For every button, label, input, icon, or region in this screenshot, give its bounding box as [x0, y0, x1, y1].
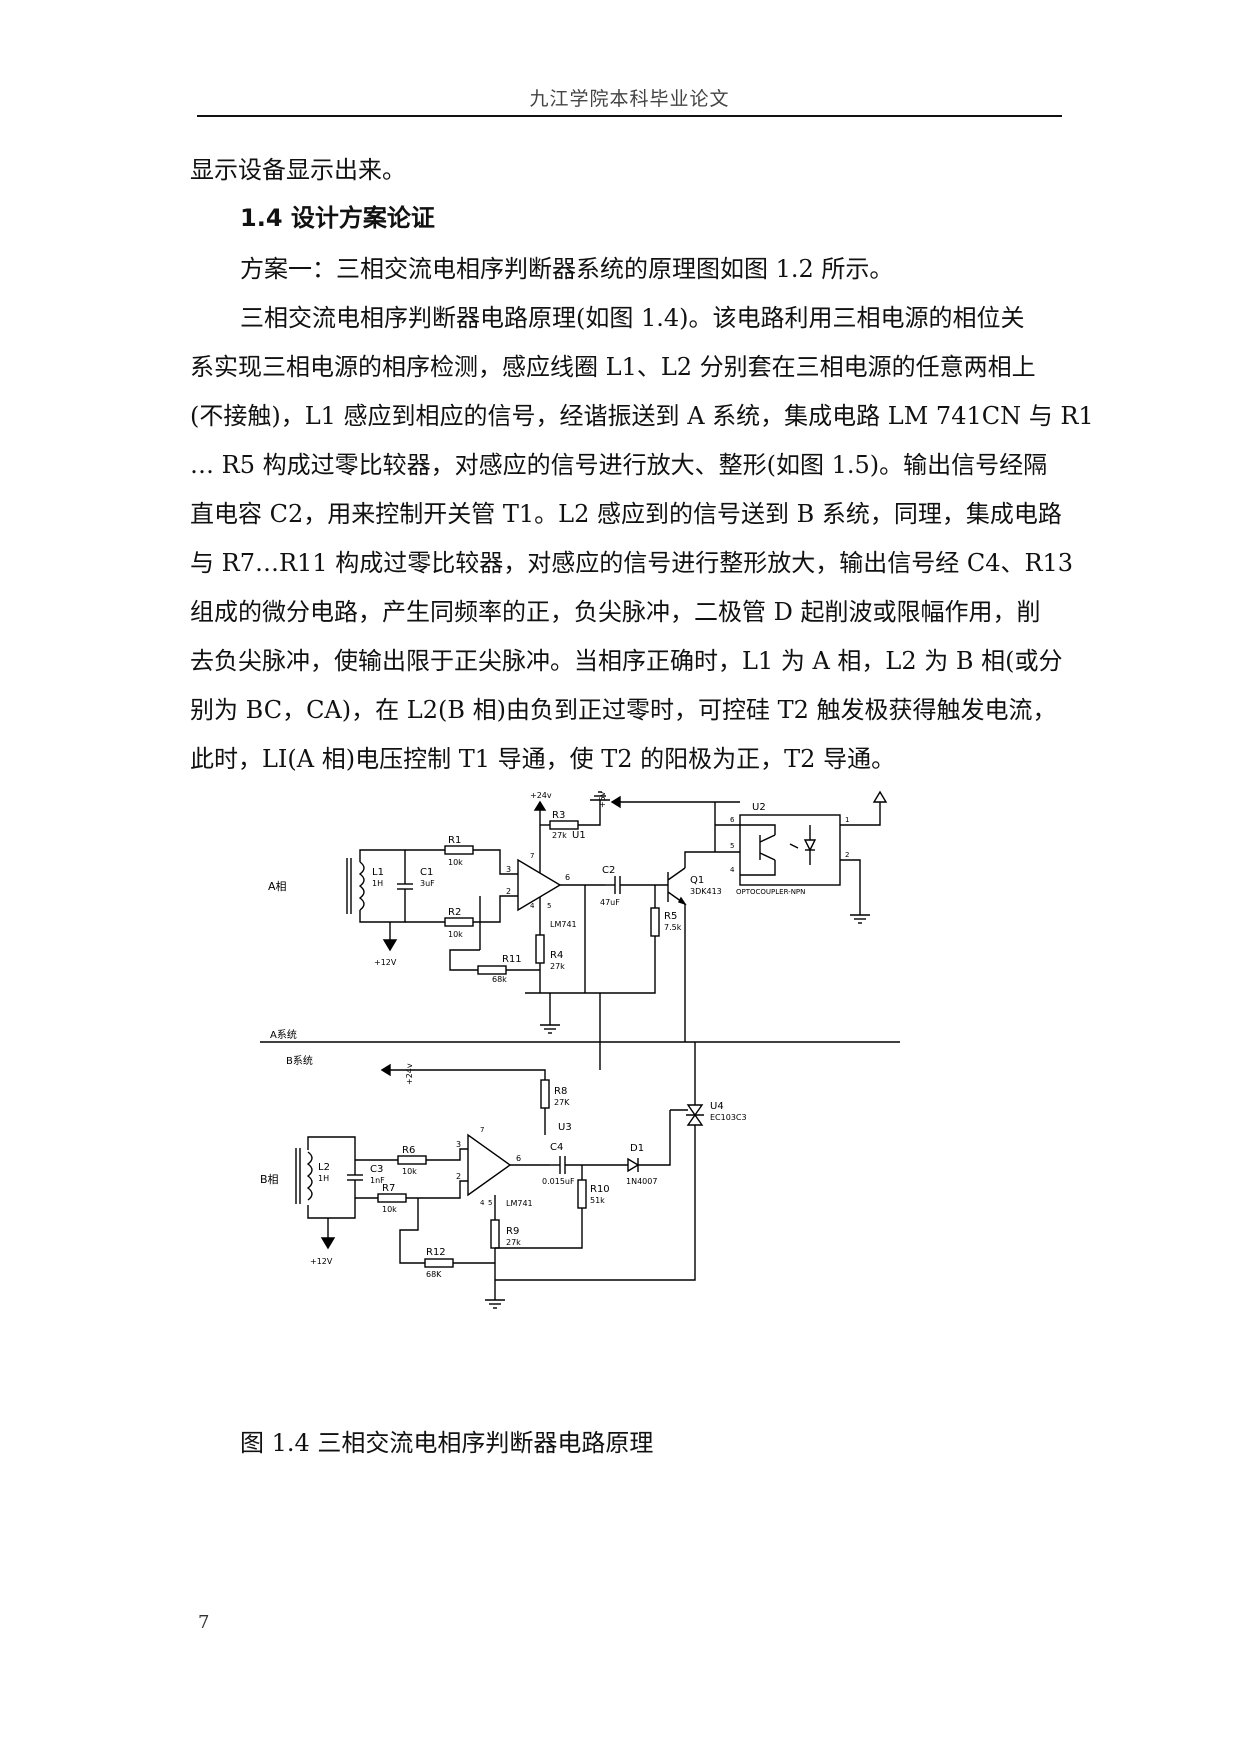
- text-line-2: 方案一：三相交流电相序判断器系统的原理图如图 1.2 所示。: [240, 255, 894, 283]
- R4-label: R4: [550, 950, 563, 961]
- C3-value: 1nF: [370, 1176, 385, 1185]
- R8-label: R8: [554, 1086, 567, 1097]
- L2-label: L2: [318, 1162, 330, 1173]
- R7-label: R7: [382, 1183, 395, 1194]
- text-line-9: 组成的微分电路，产生同频率的正，负尖脉冲，二极管 D 起削波或限幅作用，削: [190, 598, 1041, 626]
- b-system-label: B系统: [286, 1054, 313, 1067]
- opto-pin2: 2: [845, 851, 849, 859]
- pin3-b: 3: [456, 1140, 461, 1149]
- pin2-a: 2: [506, 887, 511, 896]
- R12-value: 68K: [426, 1270, 442, 1279]
- text-line-5: (不接触)，L1 感应到相应的信号，经谐振送到 A 系统，集成电路 LM 741…: [190, 402, 1094, 430]
- R1-label: R1: [448, 835, 461, 846]
- R9-label: R9: [506, 1226, 519, 1237]
- C3-label: C3: [370, 1164, 383, 1175]
- L1-label: L1: [372, 867, 384, 878]
- pin5-b: 5: [488, 1199, 492, 1207]
- R8-value: 27K: [554, 1098, 570, 1107]
- U4-value: EC103C3: [710, 1113, 747, 1122]
- opto-pin1: 1: [845, 816, 849, 824]
- opto-pin4: 4: [730, 866, 735, 874]
- pin5-a: 5: [547, 902, 551, 910]
- R11-value: 68k: [492, 975, 507, 984]
- C2-value: 47uF: [600, 898, 620, 907]
- opto-label: OPTOCOUPLER-NPN: [736, 888, 805, 896]
- C1-label: C1: [420, 867, 433, 878]
- section-heading: 1.4 设计方案论证: [240, 204, 435, 232]
- R10-label: R10: [590, 1184, 610, 1195]
- plus5-label: +5v: [598, 791, 607, 808]
- plus24-a-label: +24v: [530, 791, 552, 800]
- text-line-4: 系实现三相电源的相序检测，感应线圈 L1、L2 分别套在三相电源的任意两相上: [190, 353, 1036, 381]
- L1-value: 1H: [372, 879, 383, 888]
- text-line-11: 别为 BC，CA)，在 L2(B 相)由负到正过零时，可控硅 T2 触发极获得触…: [190, 696, 1057, 724]
- pin6-b: 6: [516, 1154, 521, 1163]
- R2-value: 10k: [448, 930, 463, 939]
- a-system-label: A系统: [270, 1028, 297, 1041]
- text-line-10: 去负尖脉冲，使输出限于正尖脉冲。当相序正确时，L1 为 A 相，L2 为 B 相…: [190, 647, 1063, 675]
- pin4-b: 4: [480, 1199, 485, 1207]
- Q1-label: Q1: [690, 875, 704, 886]
- text-line-12: 此时，LI(A 相)电压控制 T1 导通，使 T2 的阳极为正，T2 导通。: [190, 745, 896, 773]
- R3-value: 27k: [552, 831, 567, 840]
- R2-label: R2: [448, 907, 461, 918]
- header-rule: [197, 115, 1062, 117]
- page-number: 7: [198, 1612, 210, 1633]
- pin7-b: 7: [480, 1126, 484, 1134]
- LM741-b-label: LM741: [506, 1199, 533, 1208]
- figure-caption: 图 1.4 三相交流电相序判断器电路原理: [240, 1429, 654, 1457]
- plus12-b-label: +12V: [310, 1257, 333, 1266]
- plus24-b-label: +24v: [405, 1063, 414, 1085]
- R1-value: 10k: [448, 858, 463, 867]
- opto-pin6: 6: [730, 816, 735, 824]
- C2-label: C2: [602, 865, 615, 876]
- R10-value: 51k: [590, 1196, 605, 1205]
- C1-value: 3uF: [420, 879, 435, 888]
- R5-value: 7.5k: [664, 923, 682, 932]
- U4-label: U4: [710, 1101, 724, 1112]
- R5-label: R5: [664, 911, 677, 922]
- plus12-a-label: +12V: [374, 958, 397, 967]
- a-system-circuit: [346, 790, 888, 1042]
- text-line-3: 三相交流电相序判断器电路原理(如图 1.4)。该电路利用三相电源的相位关: [240, 304, 1025, 332]
- R7-value: 10k: [382, 1205, 397, 1214]
- opto-pin5: 5: [730, 842, 734, 850]
- R12-label: R12: [426, 1247, 446, 1258]
- R6-label: R6: [402, 1145, 415, 1156]
- Q1-value: 3DK413: [690, 887, 722, 896]
- pin2-b: 2: [456, 1172, 461, 1181]
- b-system-circuit: [295, 993, 704, 1309]
- pin3-a: 3: [506, 865, 511, 874]
- b-phase-label: B相: [260, 1173, 279, 1186]
- R9-value: 27k: [506, 1238, 521, 1247]
- D1-label: D1: [630, 1143, 644, 1154]
- a-phase-label: A相: [268, 880, 287, 893]
- text-line-1: 显示设备显示出来。: [190, 156, 406, 184]
- R6-value: 10k: [402, 1167, 417, 1176]
- pin6-a: 6: [565, 873, 570, 882]
- text-line-8: 与 R7…R11 构成过零比较器，对感应的信号进行整形放大，输出信号经 C4、R…: [190, 549, 1074, 577]
- D1-value: 1N4007: [626, 1177, 657, 1186]
- running-header: 九江学院本科毕业论文: [529, 88, 730, 110]
- R4-value: 27k: [550, 962, 565, 971]
- C4-value: 0.015uF: [542, 1177, 575, 1186]
- R11-label: R11: [502, 954, 522, 965]
- LM741-a-label: LM741: [550, 920, 577, 929]
- C4-label: C4: [550, 1142, 563, 1153]
- pin7-a: 7: [530, 852, 534, 860]
- text-line-6: … R5 构成过零比较器，对感应的信号进行放大、整形(如图 1.5)。输出信号经…: [190, 451, 1048, 479]
- L2-value: 1H: [318, 1174, 329, 1183]
- circuit-labels: A相 L1 1H C1 3uF +12V R1 10k R2 10k 3 2 7…: [260, 791, 849, 1279]
- U3-label: U3: [558, 1122, 572, 1133]
- U1-label: U1: [572, 830, 586, 841]
- text-line-7: 直电容 C2，用来控制开关管 T1。L2 感应到的信号送到 B 系统，同理，集成…: [190, 500, 1062, 528]
- pin4-a: 4: [530, 902, 535, 910]
- circuit-diagram: A相 L1 1H C1 3uF +12V R1 10k R2 10k 3 2 7…: [260, 790, 900, 1309]
- U2-label: U2: [752, 802, 766, 813]
- R3-label: R3: [552, 810, 565, 821]
